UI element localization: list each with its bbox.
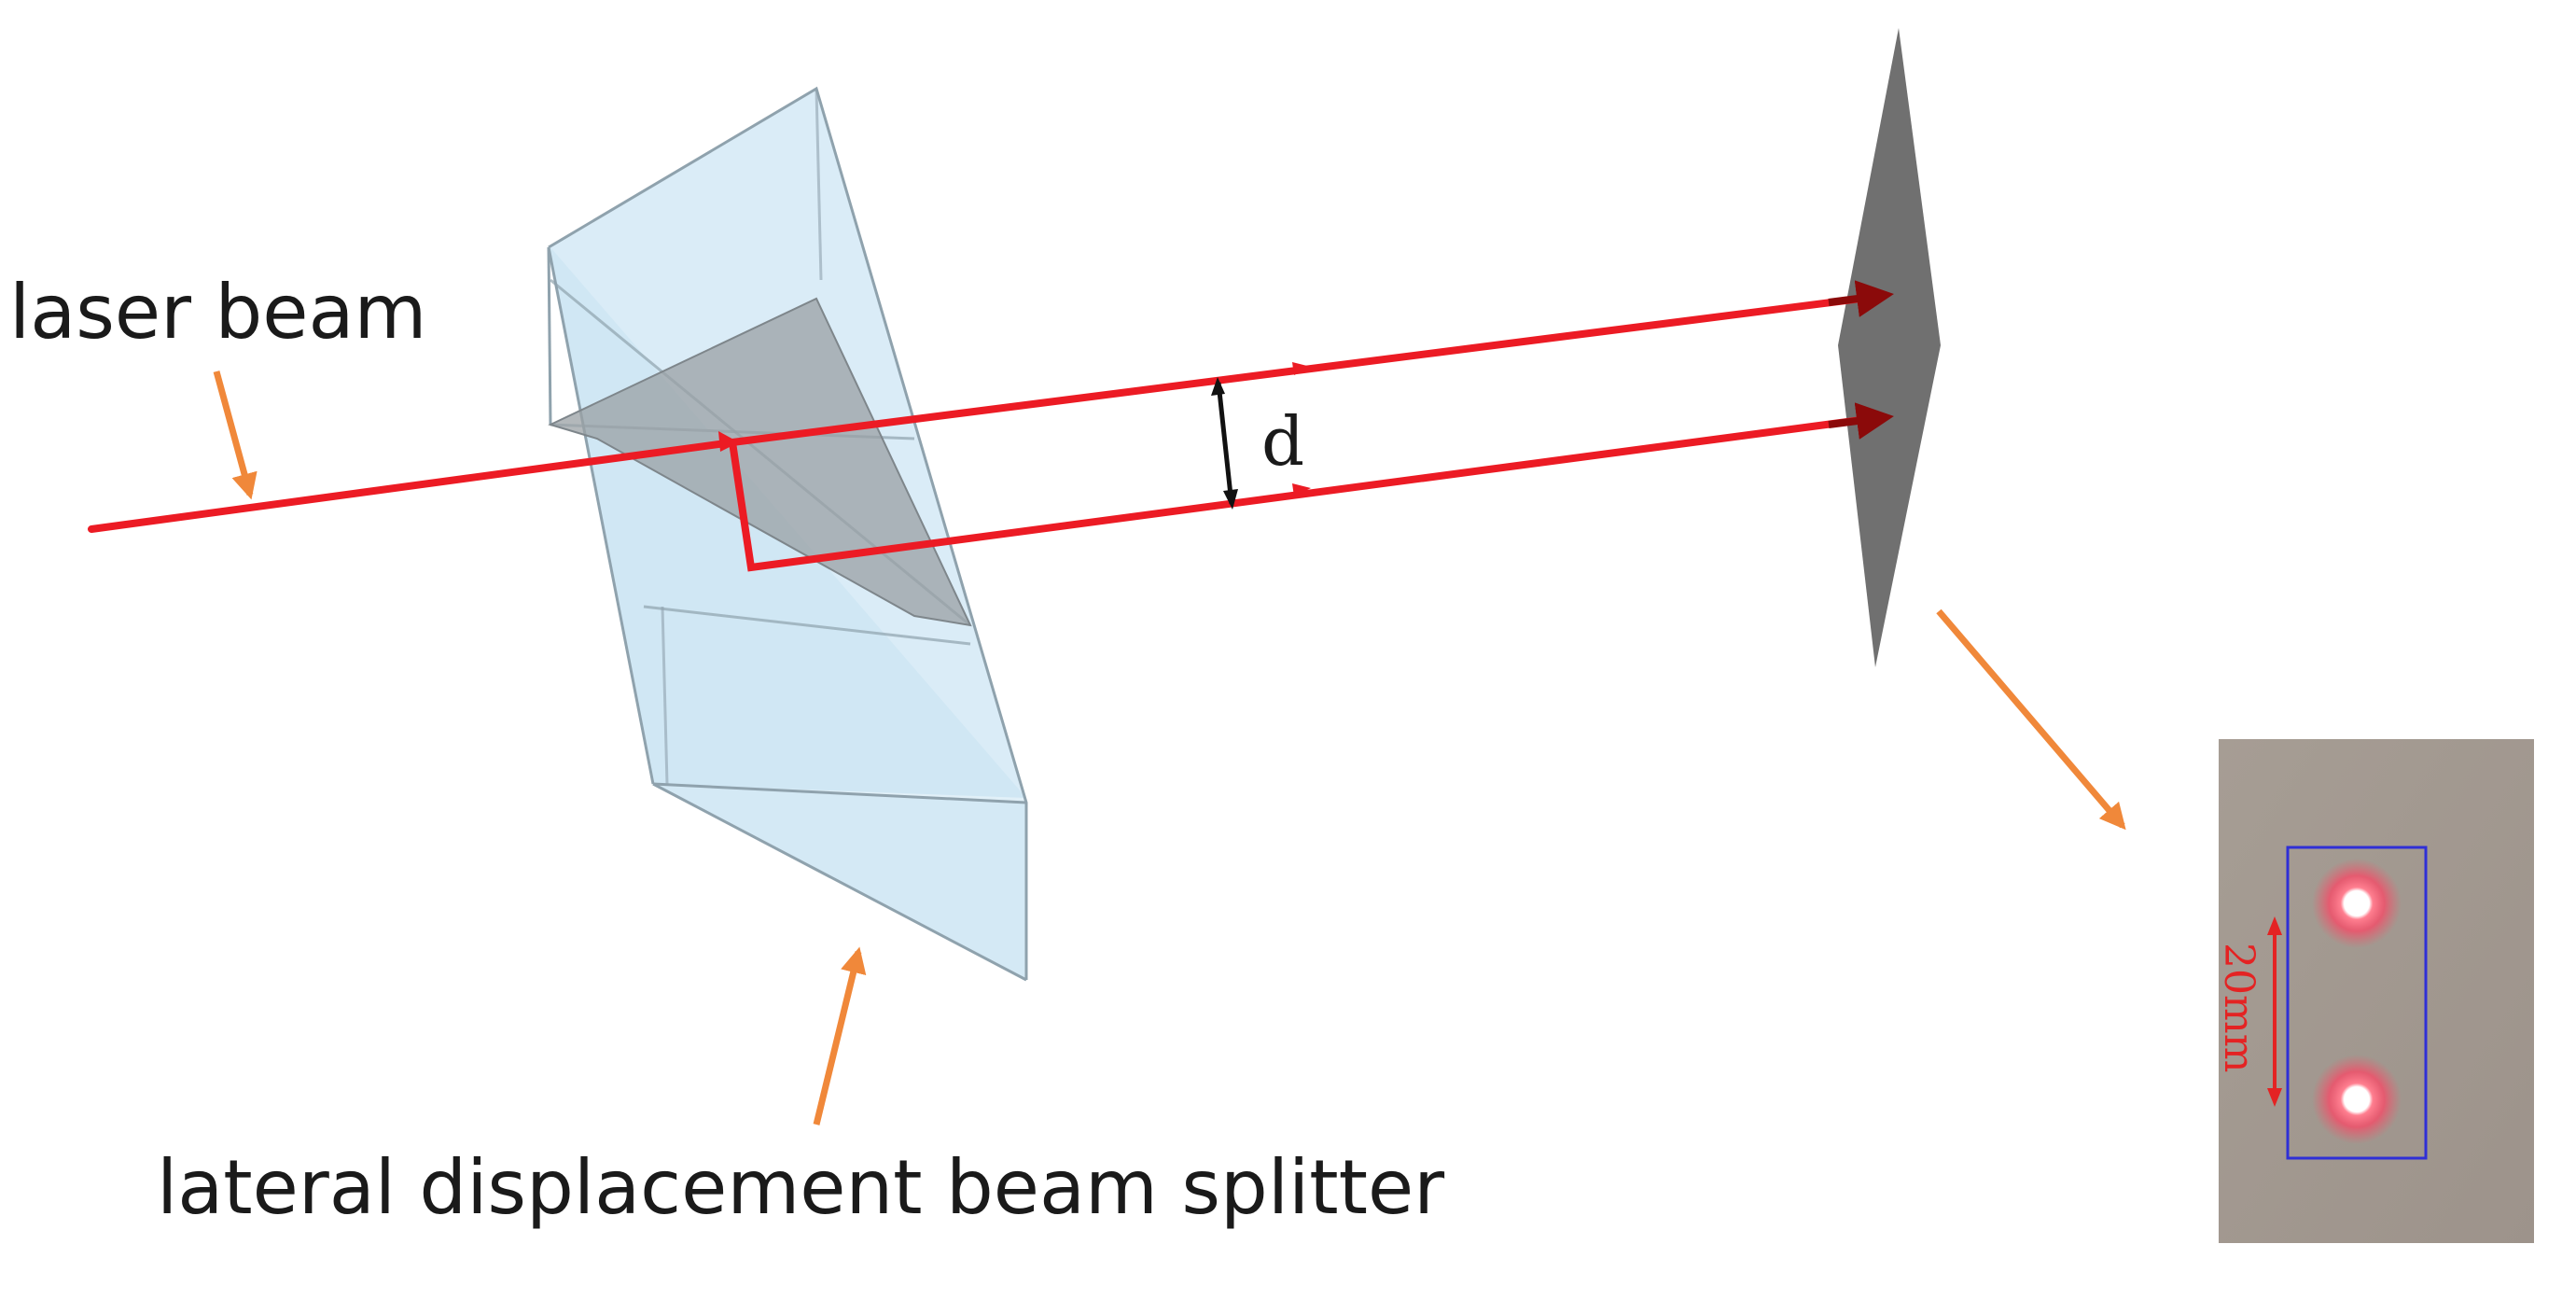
prism-interface-plane (548, 297, 972, 627)
incident-beam (88, 439, 736, 533)
separation-indicator (1211, 377, 1238, 510)
laser-beam-pointer-arrow (213, 370, 258, 500)
lower-beam-arrowhead (1828, 402, 1894, 440)
splitter-pointer-arrow (813, 946, 867, 1125)
upper-mid-arrow (1292, 362, 1311, 375)
lower-mid-arrow (1292, 483, 1311, 496)
upper-beam-arrowhead (1828, 280, 1894, 317)
beam-arrowheads (718, 280, 1894, 496)
lower-laser-spot (2312, 1055, 2402, 1144)
inset-photo: 20mm (2215, 739, 2534, 1243)
incident-direction-arrow (718, 431, 739, 452)
screen-to-inset-pointer-arrow (1936, 608, 2126, 831)
inset-bounding-box (2286, 846, 2428, 1160)
upper-laser-spot (2312, 859, 2402, 948)
projection-screen (1838, 28, 1941, 667)
laser-beam-label: laser beam (9, 269, 426, 356)
inset-distance-label: 20mm (2215, 943, 2263, 1072)
inset-background (2219, 739, 2534, 1243)
displaced-beam-path (729, 414, 1879, 572)
beam-splitter-prism (547, 86, 1028, 982)
separation-label: d (1261, 402, 1304, 481)
splitter-label: lateral displacement beam splitter (157, 1144, 1444, 1231)
